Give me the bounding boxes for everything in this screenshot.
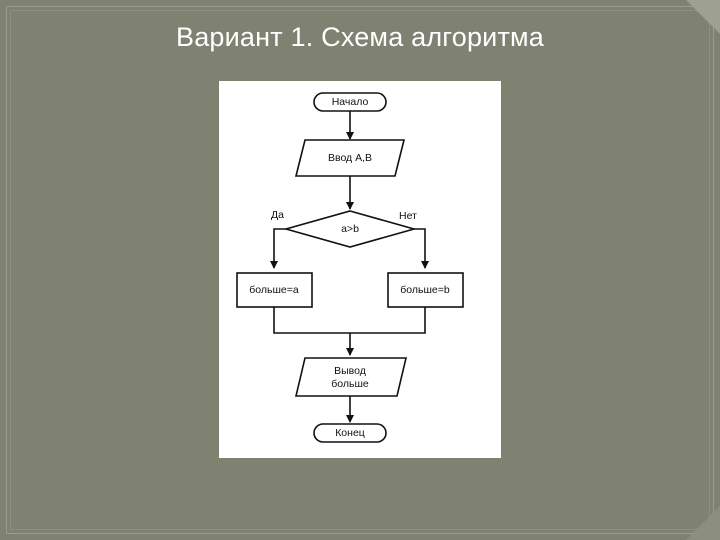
- output-label-line1: Вывод: [334, 365, 366, 377]
- corner-decoration-bottom: [686, 506, 720, 540]
- condition-label: a>b: [341, 223, 359, 235]
- slide-title: Вариант 1. Схема алгоритма: [175, 22, 544, 52]
- corner-decoration-top: [686, 0, 720, 34]
- flowchart-svg: [236, 92, 464, 443]
- arrow-yes-branch: [270, 228, 286, 269]
- slide-frame: [6, 6, 714, 534]
- arrow-no-branch: [414, 228, 429, 269]
- input-label: Ввод А,В: [327, 152, 373, 164]
- slide-inner-frame: [10, 10, 710, 530]
- end-label: Конец: [335, 427, 365, 439]
- merge-line: [273, 307, 426, 334]
- end-terminator: [313, 423, 387, 443]
- output-parallelogram: [294, 357, 408, 397]
- decision-diamond: [283, 210, 417, 248]
- yes-label: Да: [271, 209, 284, 221]
- flowchart-diagram: Начало Ввод А,В a>b Да Нет больше=a боль…: [219, 81, 501, 458]
- input-parallelogram: [294, 139, 406, 177]
- no-branch-label: больше=b: [400, 284, 450, 296]
- no-label: Нет: [399, 210, 417, 222]
- start-label: Начало: [331, 96, 369, 108]
- output-label-line2: больше: [331, 378, 369, 390]
- yes-branch-label: больше=a: [249, 284, 299, 296]
